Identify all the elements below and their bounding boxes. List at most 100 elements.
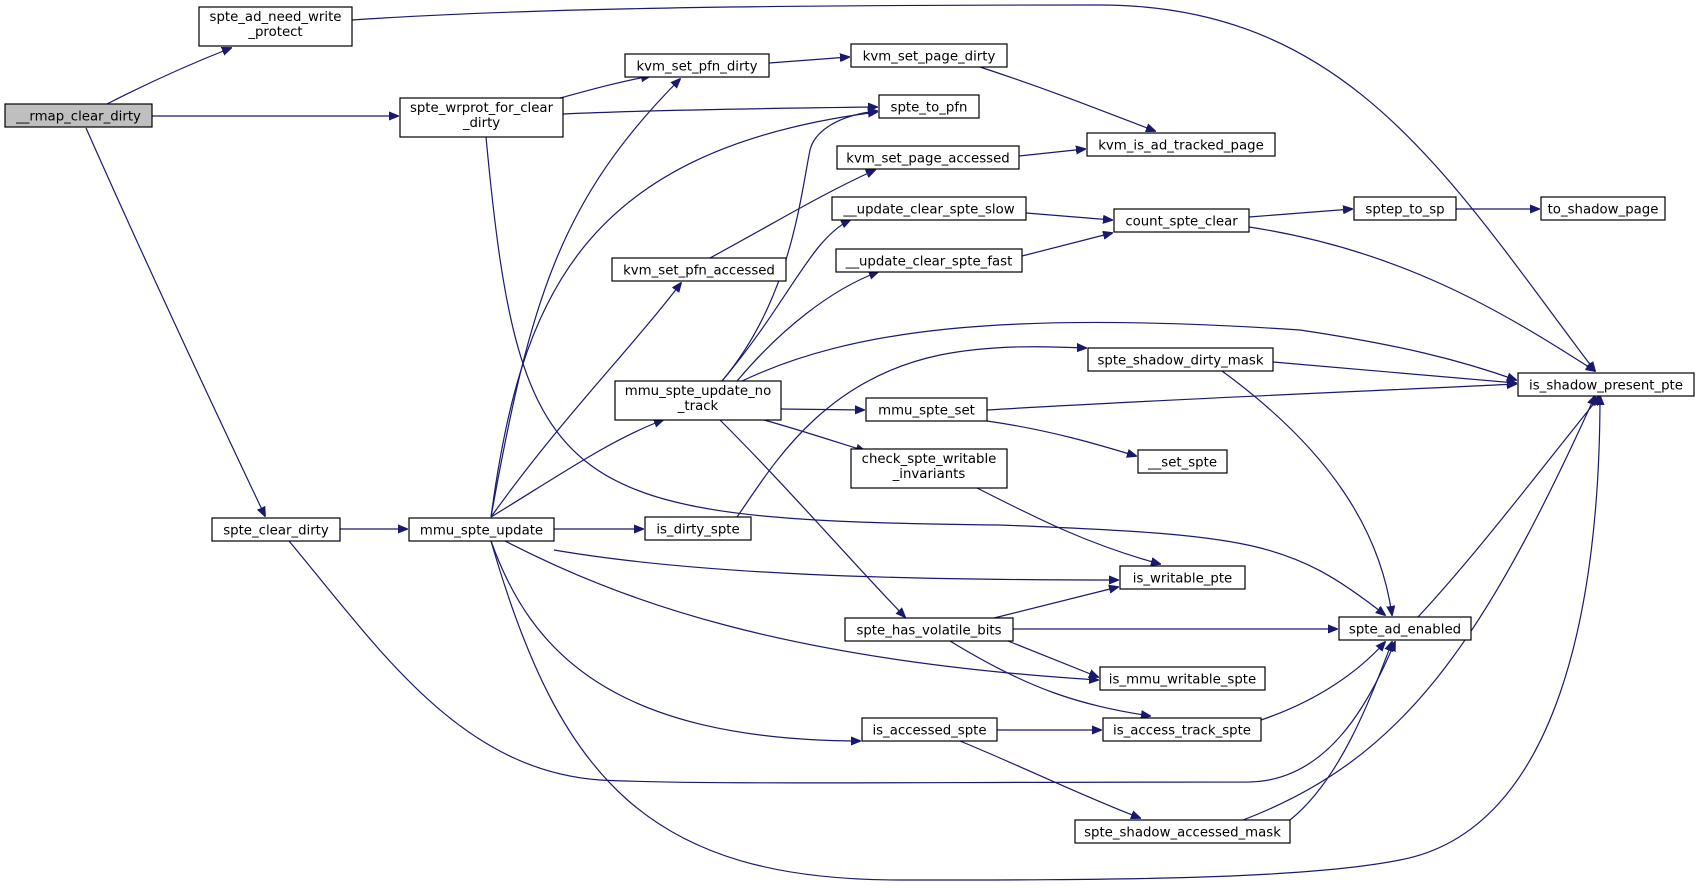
node-label: spte_clear_dirty: [223, 524, 329, 539]
node-box[interactable]: [850, 43, 1008, 68]
edge-notrack-to-topfn: [721, 111, 877, 382]
edge-accessed-to-accmask: [959, 740, 1140, 818]
node-box[interactable]: [1087, 347, 1274, 372]
node-box[interactable]: [1119, 565, 1246, 590]
node-box[interactable]: [408, 517, 555, 542]
node-box[interactable]: [865, 397, 988, 422]
node-label: _protect: [247, 25, 302, 40]
node-label: is_accessed_spte: [872, 724, 986, 739]
node-box[interactable]: [835, 248, 1023, 273]
node-is-shadow-present-pte[interactable]: is_shadow_present_pte: [1517, 372, 1695, 397]
node-update-clear-spte-slow[interactable]: __update_clear_spte_slow: [831, 196, 1027, 221]
node-kvm-set-pfn-accessed[interactable]: kvm_set_pfn_accessed: [611, 257, 787, 282]
node-set-spte[interactable]: __set_spte: [1137, 449, 1228, 474]
edge-pageacc-to-adtracked: [1018, 149, 1085, 157]
node-box[interactable]: [844, 617, 1014, 642]
node-box[interactable]: [861, 717, 998, 742]
node-spte-clear-dirty[interactable]: spte_clear_dirty: [211, 517, 341, 542]
node-update-clear-spte-fast[interactable]: __update_clear_spte_fast: [835, 248, 1023, 273]
edge-notrack-to-set: [780, 409, 864, 410]
edge-mmuupdate-to-pfnacc: [490, 283, 681, 518]
node-mmu-spte-update[interactable]: mmu_spte_update: [408, 517, 555, 542]
node-box[interactable]: [624, 53, 770, 78]
node-box[interactable]: [1540, 196, 1666, 221]
node-is-access-track-spte[interactable]: is_access_track_spte: [1102, 717, 1262, 742]
node-is-dirty-spte[interactable]: is_dirty_spte: [644, 516, 752, 541]
node-mmu-spte-update-no-track[interactable]: mmu_spte_update_no_track: [614, 380, 782, 421]
edge-accmask-to-adenabled: [1289, 642, 1392, 821]
node-box[interactable]: [1137, 449, 1228, 474]
node-box[interactable]: [1102, 717, 1262, 742]
node-label: spte_ad_enabled: [1349, 623, 1461, 638]
node-box[interactable]: [831, 196, 1027, 221]
node-box[interactable]: [1074, 819, 1291, 844]
node-label: spte_shadow_accessed_mask: [1084, 826, 1281, 841]
node-box[interactable]: [198, 6, 353, 47]
edge-mmuupdate-to-accessed: [490, 540, 860, 741]
edge-fast-to-count: [1021, 233, 1112, 257]
node-spte-wrprot-for-clear-dirty[interactable]: spte_wrprot_for_clear_dirty: [399, 97, 564, 138]
node-box[interactable]: [399, 97, 564, 138]
edge-volatile-to-mmuwritable: [1007, 640, 1098, 677]
node-check-spte-writable-invariants[interactable]: check_spte_writable_invariants: [850, 448, 1008, 489]
node-kvm-set-pfn-dirty[interactable]: kvm_set_pfn_dirty: [624, 53, 770, 78]
node-spte-has-volatile-bits[interactable]: spte_has_volatile_bits: [844, 617, 1014, 642]
node-mmu-spte-set[interactable]: mmu_spte_set: [865, 397, 988, 422]
node-count-spte-clear[interactable]: count_spte_clear: [1113, 208, 1250, 233]
node-to-shadow-page[interactable]: to_shadow_page: [1540, 196, 1666, 221]
edge-set-to-setspte: [986, 420, 1136, 456]
node-box[interactable]: [1353, 196, 1457, 221]
edge-rmap-to-clear: [85, 127, 265, 516]
node-box[interactable]: [614, 380, 782, 421]
node-box[interactable]: [211, 517, 341, 542]
edge-mmuupdate-to-topfn: [490, 112, 877, 518]
node-spte-ad-need-write-protect[interactable]: spte_ad_need_write_protect: [198, 6, 353, 47]
node-box[interactable]: [850, 448, 1008, 489]
edge-volatile-to-acctrack: [949, 640, 1150, 716]
node-kvm-set-page-dirty[interactable]: kvm_set_page_dirty: [850, 43, 1008, 68]
node-label: spte_wrprot_for_clear: [410, 101, 554, 116]
node-box[interactable]: [644, 516, 752, 541]
edge-notrack-to-slow: [721, 220, 850, 382]
node-label: is_access_track_spte: [1113, 724, 1251, 739]
node-is-accessed-spte[interactable]: is_accessed_spte: [861, 717, 998, 742]
node-label: mmu_spte_update_no: [625, 384, 771, 399]
node-box[interactable]: [1113, 208, 1250, 233]
node-spte-to-pfn[interactable]: spte_to_pfn: [878, 94, 980, 119]
node-spte-shadow-accessed-mask[interactable]: spte_shadow_accessed_mask: [1074, 819, 1291, 844]
edge-count-to-isshadow: [1248, 226, 1595, 371]
node-box[interactable]: [1338, 616, 1472, 641]
edge-notrack-to-isshadow: [741, 321, 1516, 382]
node-box[interactable]: [4, 103, 153, 128]
node-is-mmu-writable-spte[interactable]: is_mmu_writable_spte: [1099, 666, 1266, 691]
node-rmap-clear-dirty[interactable]: __rmap_clear_dirty: [4, 103, 153, 128]
node-label: to_shadow_page: [1548, 203, 1659, 218]
edge-volatile-to-writable: [993, 587, 1118, 619]
node-label: spte_ad_need_write: [210, 10, 342, 25]
edges-layer: [85, 4, 1600, 881]
edge-notrack-to-checkinv: [763, 419, 865, 451]
edge-count-to-sptep: [1248, 209, 1352, 218]
edge-accmask-to-isshadow: [1242, 396, 1595, 821]
node-kvm-set-page-accessed[interactable]: kvm_set_page_accessed: [836, 145, 1020, 170]
node-box[interactable]: [611, 257, 787, 282]
node-label: is_shadow_present_pte: [1529, 379, 1683, 394]
node-box[interactable]: [1086, 132, 1276, 157]
edge-mmuupdate-to-notrack: [490, 420, 663, 518]
edge-slow-to-count: [1025, 212, 1112, 220]
node-box[interactable]: [836, 145, 1020, 170]
node-label: _invariants: [892, 467, 966, 482]
node-is-writable-pte[interactable]: is_writable_pte: [1119, 565, 1246, 590]
node-label: __set_spte: [1147, 456, 1217, 471]
node-label: kvm_set_pfn_dirty: [636, 60, 757, 75]
edge-adwp-to-isshadow: [351, 4, 1595, 371]
node-box[interactable]: [878, 94, 980, 119]
node-box[interactable]: [1099, 666, 1266, 691]
node-spte-shadow-dirty-mask[interactable]: spte_shadow_dirty_mask: [1087, 347, 1274, 372]
node-sptep-to-sp[interactable]: sptep_to_sp: [1353, 196, 1457, 221]
node-box[interactable]: [1517, 372, 1695, 397]
node-kvm-is-ad-tracked-page[interactable]: kvm_is_ad_tracked_page: [1086, 132, 1276, 157]
node-spte-ad-enabled[interactable]: spte_ad_enabled: [1338, 616, 1472, 641]
edge-set-to-isshadow: [986, 384, 1516, 411]
